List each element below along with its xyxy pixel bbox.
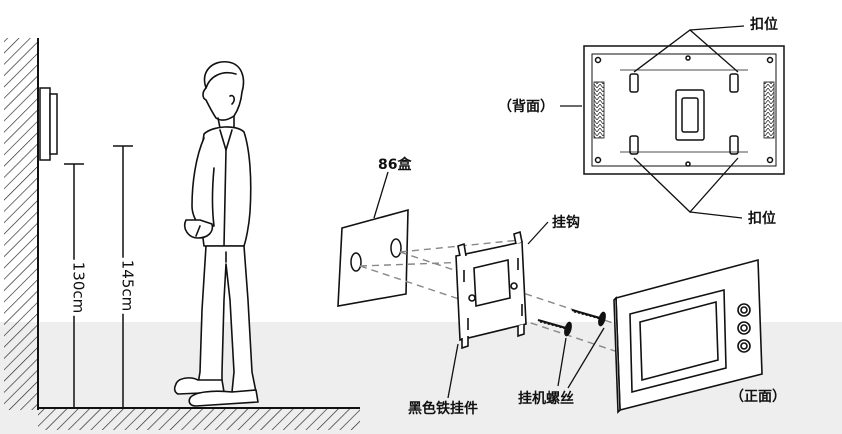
label-hook: 挂钩 <box>552 215 580 231</box>
standing-person <box>173 61 259 407</box>
height-label-145: 145cm <box>118 257 137 314</box>
black-iron-bracket <box>447 221 549 399</box>
label-box-86: 86盒 <box>378 157 412 173</box>
label-mounting-screws: 挂机螺丝 <box>518 391 574 407</box>
label-clip-top: 扣位 <box>750 17 778 33</box>
floor <box>38 407 360 430</box>
mounting-screws <box>537 309 606 389</box>
monitor-front <box>613 258 763 414</box>
label-front-view: （正面） <box>730 389 786 405</box>
label-back-view: （背面） <box>498 99 554 115</box>
box-86-plate <box>337 171 409 307</box>
clip-leaders <box>560 25 745 219</box>
monitor-back <box>583 45 785 175</box>
label-black-iron-bracket: 黑色铁挂件 <box>408 401 478 417</box>
wall-mounted-monitor-side <box>39 87 58 161</box>
label-clip-bottom: 扣位 <box>748 211 776 227</box>
height-label-130: 130cm <box>69 259 88 316</box>
wall <box>4 38 39 410</box>
